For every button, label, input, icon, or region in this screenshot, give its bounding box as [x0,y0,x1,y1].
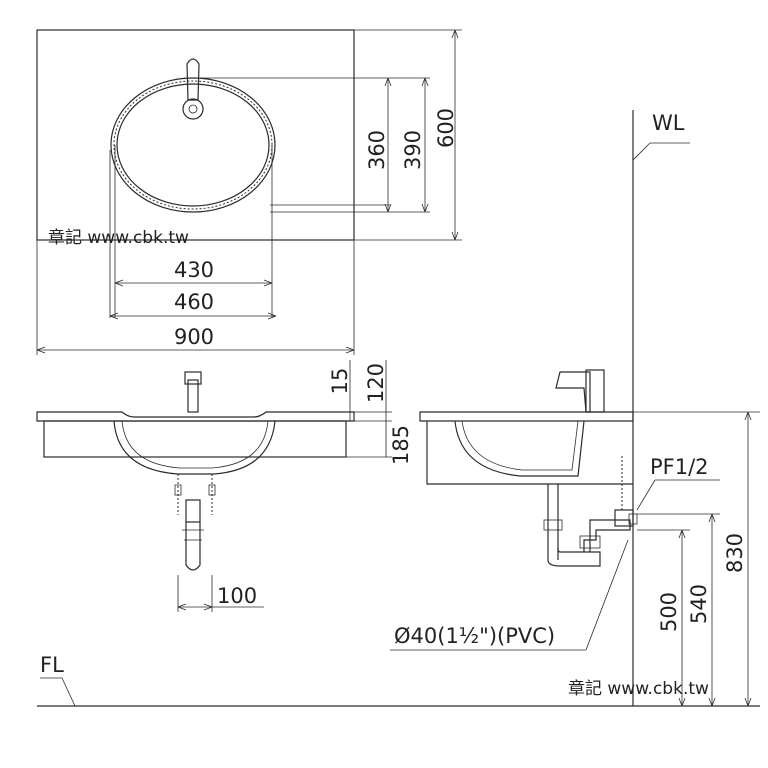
dim-600: 600 [434,108,458,148]
dim-120: 120 [364,363,388,403]
dim-15: 15 [328,368,352,395]
side-basin-bowl [454,420,585,477]
basin-inner-rim [116,83,270,207]
watermark-top: 章記 www.cbk.tw [48,228,189,248]
faucet-lever [186,58,200,101]
side-drain-trap [547,519,631,567]
side-faucet [555,371,591,413]
dim-390: 390 [401,130,425,170]
watermark-bottom: 章記 www.cbk.tw [568,679,709,699]
basin-outer-rim [110,77,276,213]
dim-430: 430 [174,258,214,282]
faucet-base [182,98,204,120]
dim-540: 540 [687,584,711,624]
side-countertop [419,411,634,422]
top-view: 360 390 600 430 460 900 章記 www.cbk.tw [36,29,462,355]
dim-830: 830 [723,533,747,573]
dim-360: 360 [365,130,389,170]
dim-185: 185 [389,425,413,465]
countertop-outline [36,29,355,241]
countertop-slab [36,411,355,422]
fl-label: FL [40,653,64,677]
wl-label: WL [652,111,685,135]
dim-500: 500 [657,592,681,632]
side-view: WL FL PF1/2 Ø40(1½")(PVC) [37,110,760,707]
faucet-base-inner [188,104,198,114]
front-drain-trap [185,522,201,571]
front-view: 15 120 185 100 [36,360,413,612]
dim-460: 460 [174,290,214,314]
front-faucet-body [187,379,199,413]
dim-100: 100 [217,584,257,608]
dim-900: 900 [174,325,214,349]
countertop-apron [43,420,347,458]
drain-pipe-label: Ø40(1½")(PVC) [394,624,555,648]
front-basin-bowl [113,420,276,475]
pf-label: PF1/2 [650,455,709,479]
